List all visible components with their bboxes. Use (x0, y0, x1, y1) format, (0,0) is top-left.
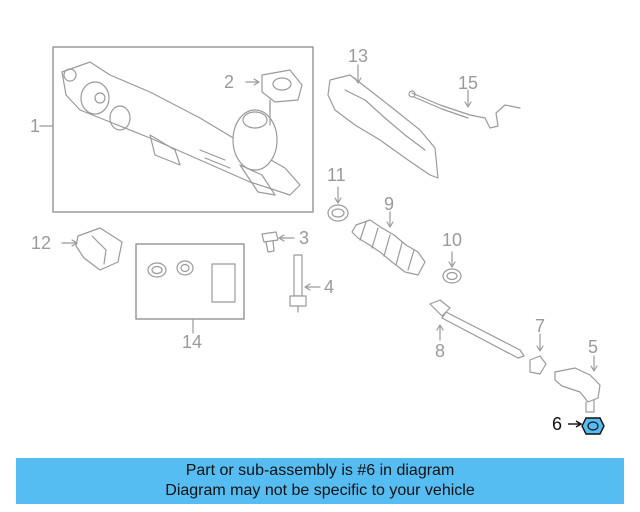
callout-8: 8 (435, 341, 446, 361)
callout-5: 5 (588, 337, 599, 357)
banner-line-2: Diagram may not be specific to your vehi… (165, 482, 475, 499)
clamp-kit-icon (147, 260, 236, 334)
callout-6[interactable]: 6 (552, 414, 563, 434)
tie-rod-icon (429, 299, 525, 359)
callout-11: 11 (327, 165, 346, 185)
bolt-small-icon (261, 231, 295, 253)
parts-diagram (39, 46, 605, 435)
banner-line-1: Part or sub-assembly is #6 in diagram (185, 462, 455, 479)
mount-icon (245, 69, 303, 113)
shield-icon (327, 64, 439, 179)
callout-2: 2 (224, 72, 235, 92)
bolt-long-icon (289, 254, 321, 313)
steering-gear-frame (52, 46, 314, 213)
clamp-icon (327, 186, 349, 222)
nut-icon (529, 333, 547, 375)
callout-10: 10 (442, 230, 463, 250)
tie-rod-end-icon (554, 355, 601, 413)
callout-1: 1 (30, 116, 41, 136)
callout-4: 4 (324, 277, 335, 297)
callout-7: 7 (535, 316, 546, 336)
callout-15: 15 (458, 73, 479, 93)
clamp-icon-small (442, 251, 462, 284)
callout-13: 13 (348, 46, 369, 66)
info-banner: Part or sub-assembly is #6 in diagram Di… (16, 458, 624, 504)
bracket-icon (61, 227, 123, 271)
pipe-icon (408, 89, 521, 129)
highlighted-nut-icon (568, 417, 605, 435)
boot-icon (351, 211, 426, 276)
callout-9: 9 (384, 194, 395, 214)
callout-12: 12 (31, 233, 52, 253)
callout-14: 14 (182, 332, 203, 352)
clamp-kit-frame (135, 243, 245, 320)
steering-gear-icon (61, 61, 301, 196)
callout-3: 3 (299, 228, 310, 248)
